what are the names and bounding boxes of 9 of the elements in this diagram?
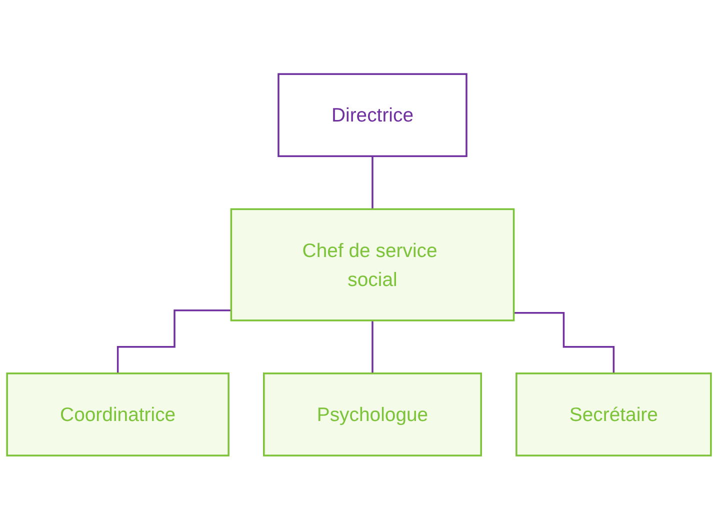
node-box: Secrétaire: [516, 372, 712, 457]
node-box: Psychologue: [263, 372, 482, 457]
connector: [372, 156, 374, 210]
node-box: Coordinatrice: [6, 372, 230, 457]
node-box: Chef de service social: [230, 208, 515, 322]
node-box: Directrice: [278, 73, 468, 158]
connector: [116, 310, 232, 374]
connector: [372, 320, 374, 374]
connector: [514, 312, 615, 374]
